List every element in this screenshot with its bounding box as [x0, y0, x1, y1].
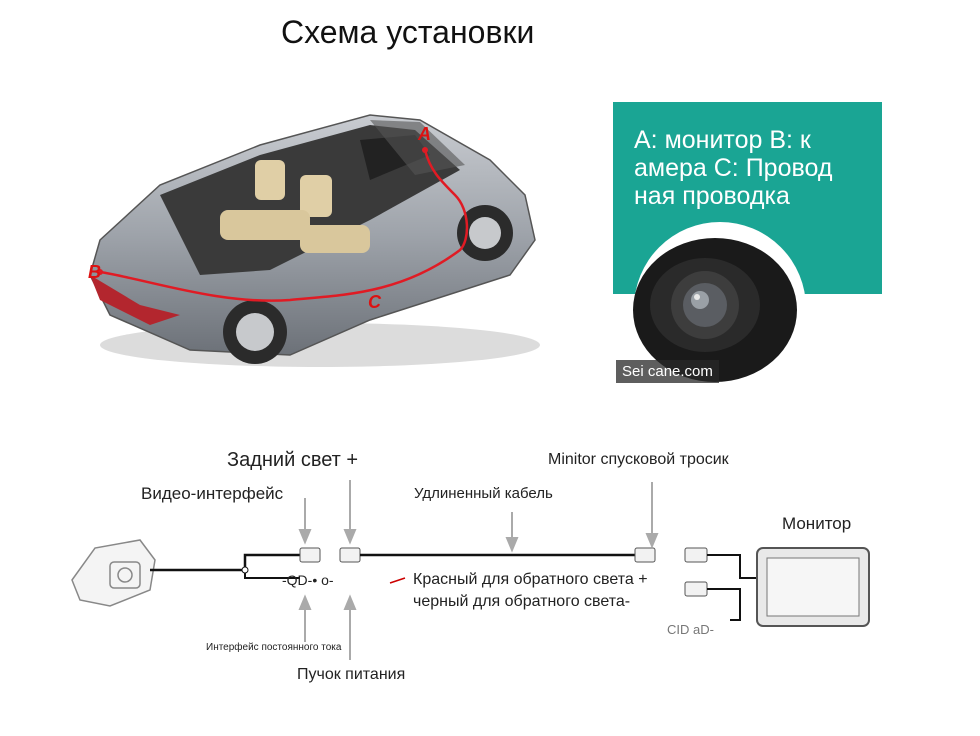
- car-illustration: A B C: [88, 114, 540, 367]
- marker-b: B: [88, 262, 101, 282]
- marker-a: A: [417, 124, 431, 144]
- monitor-icon: [756, 547, 870, 627]
- extension-cable-label: Удлиненный кабель: [414, 485, 553, 502]
- camera-icon: [71, 539, 156, 607]
- page-title: Схема установки: [281, 14, 535, 50]
- monitor-label: Монитор: [782, 514, 852, 533]
- cid-label: CID aD-: [667, 622, 714, 637]
- camera-photo: [633, 222, 806, 394]
- wiring-diagram: [71, 480, 870, 660]
- dc-interface-label: Интерфейс постоянного тока: [206, 642, 342, 653]
- rear-light-label: Задний свет +: [227, 449, 359, 471]
- qd-label: -QD-• o-: [282, 572, 334, 588]
- red-wire-label: Красный для обратного света +: [413, 571, 648, 588]
- marker-c: C: [368, 292, 382, 312]
- watermark: Sei cane.com: [616, 360, 719, 383]
- black-wire-label: черный для обратного света-: [413, 593, 631, 610]
- legend-text: A: монитор B: к амера C: Провод ная пров…: [634, 126, 833, 210]
- monitor-trigger-label: Minitor спусковой тросик: [548, 451, 729, 468]
- video-interface-label: Видео-интерфейс: [141, 484, 284, 503]
- power-bundle-label: Пучок питания: [297, 666, 406, 683]
